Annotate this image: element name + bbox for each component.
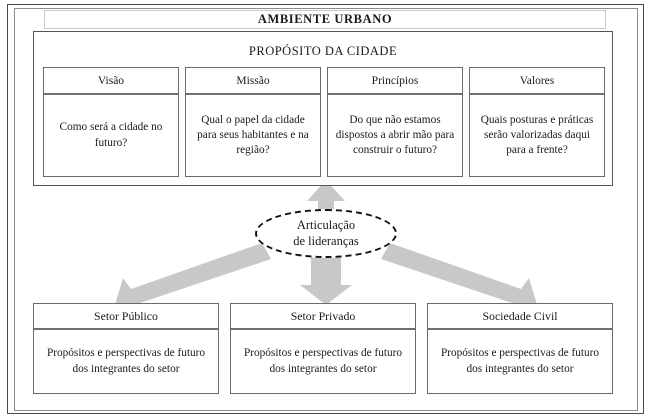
purpose-column-visao-header: Visão [44,68,178,95]
purpose-column-missao-header: Missão [186,68,320,95]
sector-box-setor-privado: Setor Privado Propósitos e perspectivas … [230,303,416,394]
purpose-panel: PROPÓSITO DA CIDADE Visão Como será a ci… [33,31,613,186]
purpose-panel-title: PROPÓSITO DA CIDADE [248,44,398,58]
diagram-title: AMBIENTE URBANO [257,12,393,26]
sector-sociedade-civil-header: Sociedade Civil [428,304,612,330]
sector-setor-publico-body: Propósitos e perspectivas de futuro dos … [46,346,206,375]
hub-label-line-1: Articulação [296,217,356,232]
purpose-column-principios-body: Do que não estamos dispostos a abrir mão… [335,113,455,157]
hub-label-line-2: de lideranças [293,233,359,248]
articulacao-lideran cas-node: Articulação de lideranças [255,209,397,258]
purpose-column-missao: Missão Qual o papel da cidade para seus … [185,67,321,177]
outer-frame [7,4,644,414]
diagram-title-bar: AMBIENTE URBANO [44,10,606,29]
sectors-row: Setor Público Propósitos e perspectivas … [33,303,613,394]
purpose-column-principios: Princípios Do que não estamos dispostos … [327,67,463,177]
sector-setor-privado-body: Propósitos e perspectivas de futuro dos … [243,346,403,375]
purpose-column-missao-body: Qual o papel da cidade para seus habitan… [197,113,309,157]
purpose-column-principios-header: Princípios [328,68,462,95]
purpose-column-valores: Valores Quais posturas e práticas serão … [469,67,605,177]
purpose-column-valores-body: Quais posturas e práticas serão valoriza… [480,113,594,157]
sector-setor-privado-header: Setor Privado [231,304,415,330]
purpose-column-visao-body: Como será a cidade no futuro? [59,121,163,149]
purpose-columns: Visão Como será a cidade no futuro? Miss… [43,67,605,177]
sector-box-sociedade-civil: Sociedade Civil Propósitos e perspectiva… [427,303,613,394]
inner-frame [14,8,638,411]
purpose-column-valores-header: Valores [470,68,604,95]
sector-setor-publico-header: Setor Público [34,304,218,330]
sector-sociedade-civil-body: Propósitos e perspectivas de futuro dos … [440,346,600,375]
sector-box-setor-publico: Setor Público Propósitos e perspectivas … [33,303,219,394]
purpose-column-visao: Visão Como será a cidade no futuro? [43,67,179,177]
